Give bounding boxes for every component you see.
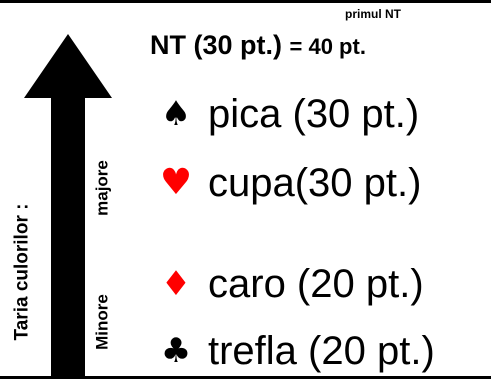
heart-icon: ♥ [159,162,193,203]
first-nt-note: primul NT [345,7,401,21]
notrump-first-value: = 40 pt. [289,34,366,59]
up-arrow-shaft [51,96,85,376]
suit-label-spades: pica (30 pt.) [208,92,420,136]
notrump-label: NT (30 pt.) [150,30,282,60]
suit-strength-label: Taria culorilor : [11,203,33,341]
suit-label-hearts: cupa(30 pt.) [208,161,422,205]
suit-row-diamonds: ♦ caro (20 pt.) [150,264,424,304]
suit-label-diamonds: caro (20 pt.) [208,262,424,306]
spade-icon: ♠ [160,94,192,134]
minor-suits-label: Minore [92,294,112,350]
suit-label-clubs: trefla (20 pt.) [208,329,435,373]
major-suits-label: majore [92,160,112,216]
up-arrow-head [24,34,112,98]
notrump-value: NT (30 pt.) = 40 pt. [150,32,366,59]
top-rule [0,0,491,3]
club-icon: ♣ [160,331,192,371]
bottom-rule [0,376,491,379]
suit-row-hearts: ♥ cupa(30 pt.) [150,161,422,205]
suit-row-clubs: ♣ trefla (20 pt.) [150,331,435,371]
diamond-icon: ♦ [160,264,192,304]
suit-row-spades: ♠ pica (30 pt.) [150,94,419,134]
